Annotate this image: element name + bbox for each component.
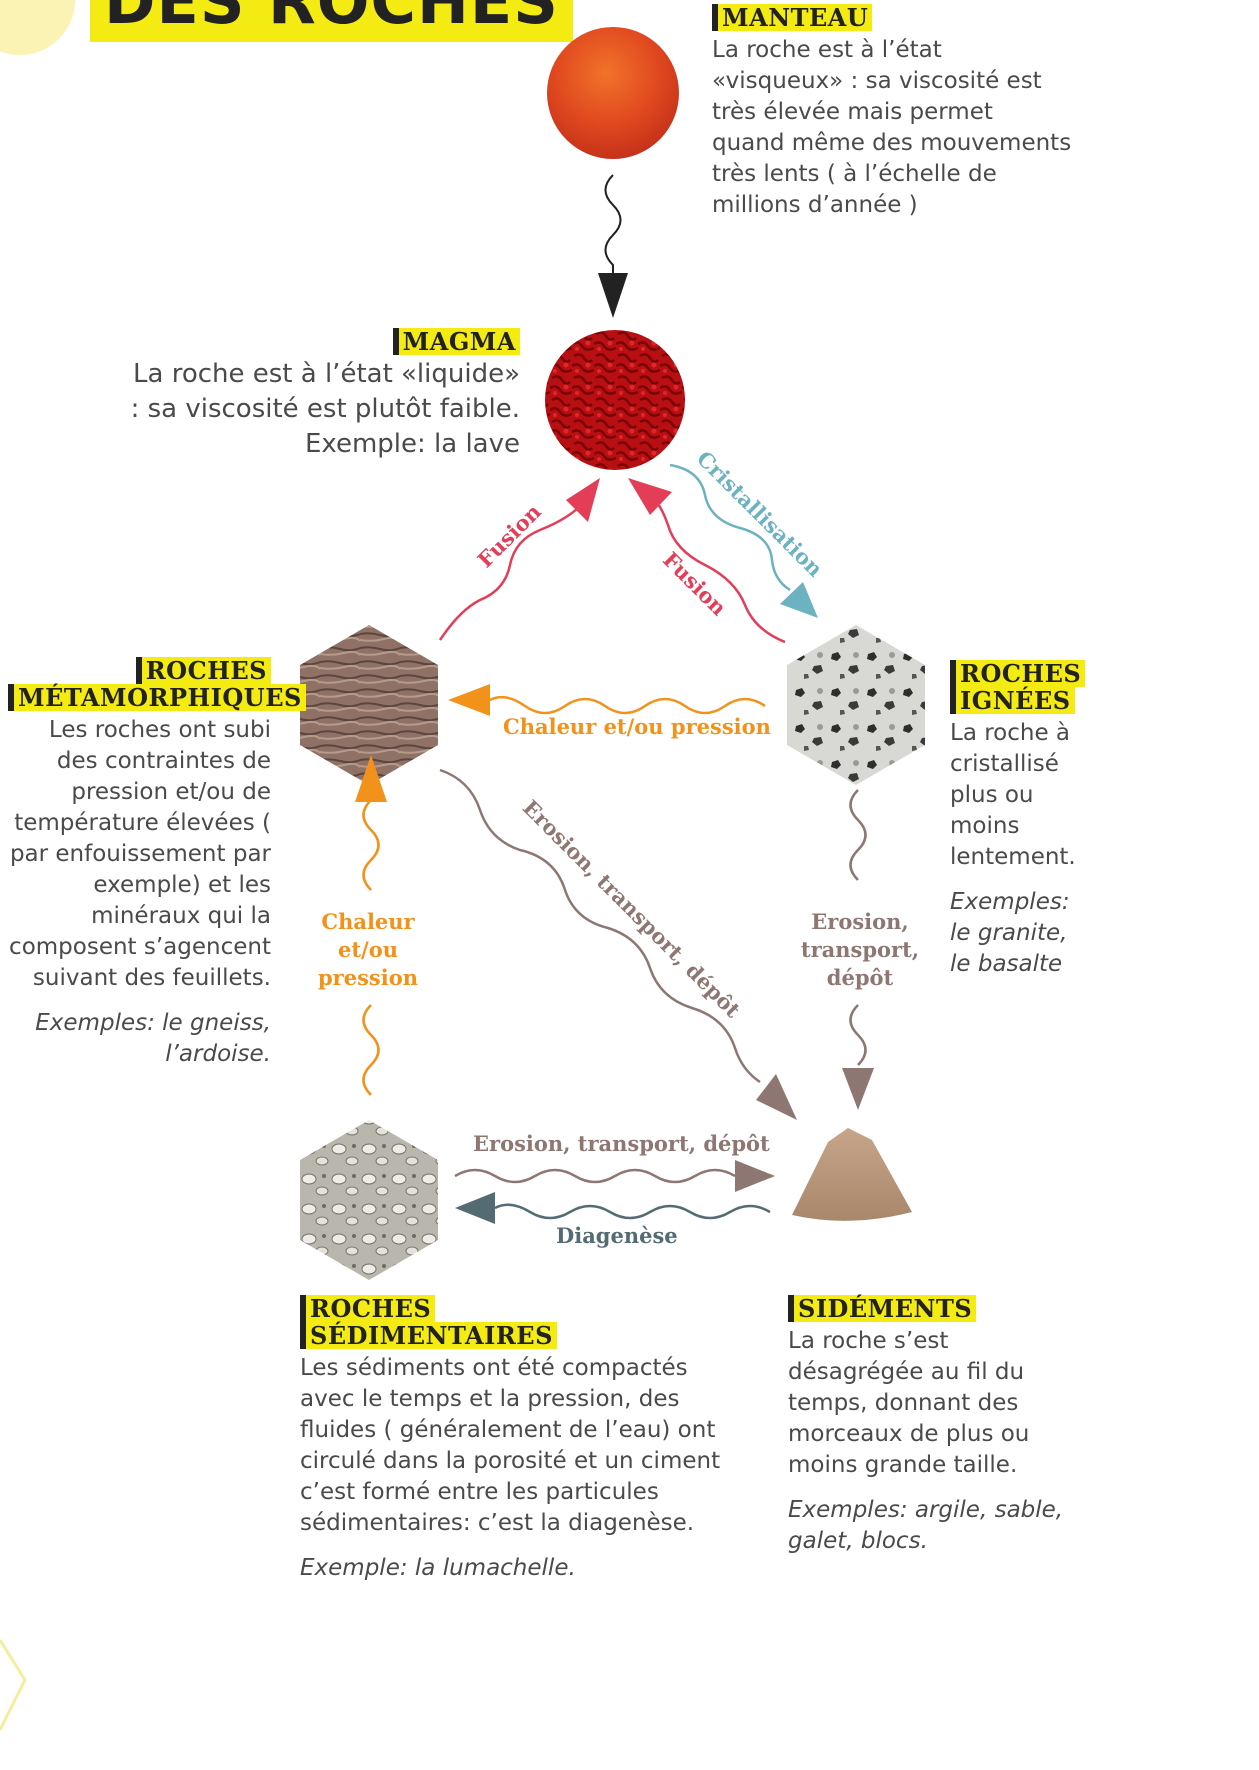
- sedimentary-rock-image: [300, 1120, 438, 1280]
- sedimentary-block: ROCHES SÉDIMENTAIRES Les sédiments ont é…: [300, 1295, 725, 1584]
- sediments-block: SIDÉMENTS La roche s’est désagrégée au f…: [788, 1295, 1068, 1557]
- arrow-fusion-right: [654, 499, 786, 644]
- sun-decoration: [0, 0, 75, 55]
- label-erosion-right: Erosion, transport, dépôt: [800, 909, 920, 990]
- arrow-diagenese: [494, 1203, 771, 1220]
- arrow-cristallisation: [669, 463, 791, 592]
- sediments-example: Exemples: argile, sable, galet, blocs.: [788, 1497, 1064, 1554]
- metamorphic-text: Les roches ont subi des contraintes de p…: [9, 717, 271, 991]
- metamorphic-example: Exemples: le gneiss, l’ardoise.: [35, 1010, 271, 1067]
- arrowhead-manteau-magma: [598, 273, 628, 318]
- manteau-text: La roche est à l’état «visqueux» : sa vi…: [712, 37, 1072, 218]
- metamorphic-rock-image: [300, 625, 438, 785]
- sediments-heading: SIDÉMENTS: [788, 1295, 977, 1322]
- manteau-block: MANTEAU La roche est à l’état «visqueux»…: [712, 4, 1072, 221]
- sedimentary-example: Exemple: la lumachelle.: [300, 1555, 576, 1581]
- manteau-image: [547, 27, 679, 159]
- manteau-heading: MANTEAU: [712, 4, 873, 31]
- igneous-heading-2: IGNÉES: [950, 687, 1075, 714]
- arrow-chaleur-top: [489, 695, 766, 715]
- arrowhead-erosion-right: [842, 1068, 874, 1110]
- arrow-fusion-left: [438, 507, 579, 641]
- label-chaleur-top: Chaleur et/ou pression: [503, 714, 771, 739]
- magma-heading: MAGMA: [392, 328, 520, 355]
- arrow-erosion-right: [849, 789, 867, 1066]
- igneous-heading-1: ROCHES: [950, 660, 1086, 687]
- arrow-erosion-bottom: [454, 1168, 736, 1184]
- label-erosion-bottom: Erosion, transport, dépôt: [473, 1131, 770, 1156]
- sedimentary-heading-2: SÉDIMENTAIRES: [300, 1322, 557, 1349]
- arrowhead-chaleur-top: [448, 684, 490, 716]
- label-chaleur-left: Chaleur et/ou pression: [317, 909, 418, 990]
- page-title: DES ROCHES: [90, 0, 573, 42]
- sun-decoration-bottom: [0, 1639, 27, 1731]
- metamorphic-block: ROCHES MÉTAMORPHIQUES Les roches ont sub…: [8, 657, 306, 1070]
- sediments-text: La roche s’est désagrégée au fil du temp…: [788, 1328, 1030, 1478]
- arrow-chaleur-left: [362, 799, 380, 1096]
- arrowhead-erosion-diagonal: [756, 1074, 797, 1120]
- arrowhead-fusion-left: [566, 478, 600, 522]
- metamorphic-heading-2: MÉTAMORPHIQUES: [8, 684, 306, 711]
- arrowhead-fusion-right: [628, 478, 672, 515]
- arrow-manteau-magma: [604, 174, 622, 275]
- magma-text: La roche est à l’état «liquide» : sa vis…: [130, 359, 520, 459]
- sediments-image: [792, 1128, 912, 1221]
- igneous-text: La roche à cristallisé plus ou moins len…: [950, 720, 1076, 870]
- label-diagenese: Diagenèse: [556, 1223, 678, 1248]
- metamorphic-heading-1: ROCHES: [135, 657, 271, 684]
- magma-image: [545, 330, 685, 470]
- igneous-example: Exemples: le granite, le basalte: [950, 889, 1070, 977]
- arrowhead-diagenese: [455, 1192, 495, 1224]
- arrow-erosion-diagonal: [439, 768, 761, 1084]
- arrowhead-cristallisation: [780, 582, 818, 618]
- igneous-block: ROCHES IGNÉES La roche à cristallisé plu…: [950, 660, 1095, 980]
- sedimentary-heading-1: ROCHES: [300, 1295, 436, 1322]
- arrowhead-erosion-bottom: [735, 1160, 775, 1192]
- magma-block: MAGMA La roche est à l’état «liquide» : …: [120, 328, 520, 462]
- sedimentary-text: Les sédiments ont été compactés avec le …: [300, 1355, 721, 1536]
- igneous-rock-image: [787, 625, 925, 785]
- arrowhead-chaleur-left: [355, 755, 387, 802]
